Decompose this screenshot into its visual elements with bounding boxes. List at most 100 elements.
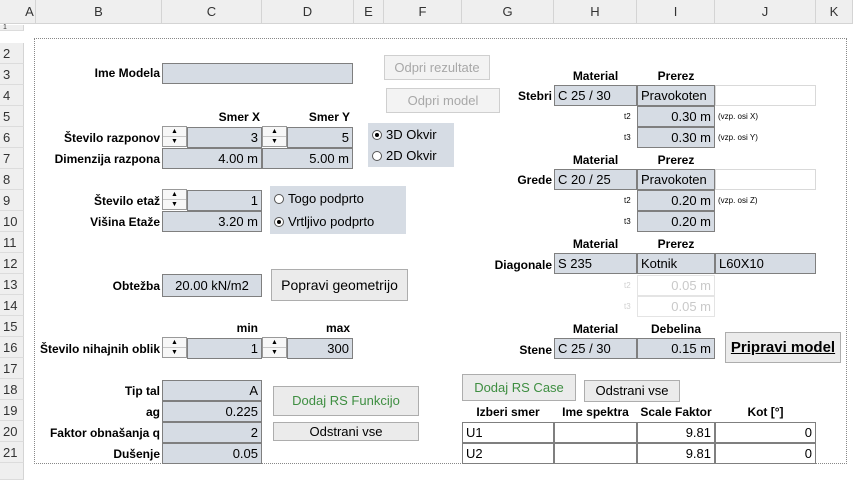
- row-header-11[interactable]: 11: [0, 232, 24, 253]
- span-y-input[interactable]: 5.00 m: [262, 148, 353, 169]
- chevron-down-icon[interactable]: ▼: [171, 349, 178, 356]
- row-header-20[interactable]: 20: [0, 421, 24, 442]
- column-header-h[interactable]: H: [554, 0, 637, 24]
- modes-max-stepper[interactable]: ▲▼: [262, 337, 287, 358]
- diagonals-material-input[interactable]: S 235: [554, 253, 637, 274]
- fix-geometry-button[interactable]: Popravi geometrijo: [271, 269, 408, 301]
- rs-cell-angle[interactable]: 0: [715, 443, 816, 464]
- column-header-f[interactable]: F: [384, 0, 462, 24]
- chevron-down-icon[interactable]: ▼: [171, 201, 178, 208]
- column-header-d[interactable]: D: [262, 0, 354, 24]
- row-header-16[interactable]: 16: [0, 337, 24, 358]
- add-rs-function-button[interactable]: Dodaj RS Funkcijo: [273, 386, 419, 416]
- row-header-18[interactable]: 18: [0, 379, 24, 400]
- remove-all-cases-button[interactable]: Odstrani vse: [584, 380, 680, 402]
- columns-t3-input[interactable]: 0.30 m: [637, 127, 715, 148]
- row-header-3[interactable]: 3: [0, 64, 24, 85]
- column-header-j[interactable]: J: [715, 0, 816, 24]
- spans-y-input[interactable]: 5: [287, 127, 353, 148]
- beams-section-input[interactable]: Pravokoten: [637, 169, 715, 190]
- open-model-button[interactable]: Odpri model: [386, 88, 500, 113]
- diagonals-section-input[interactable]: Kotnik: [637, 253, 715, 274]
- row-header-4[interactable]: 4: [0, 85, 24, 106]
- floors-input[interactable]: 1: [187, 190, 262, 211]
- row-header-8[interactable]: 8: [0, 169, 24, 190]
- remove-all-functions-button[interactable]: Odstrani vse: [273, 422, 419, 441]
- rs-cell-direction[interactable]: U2: [462, 443, 554, 464]
- walls-thickness-input[interactable]: 0.15 m: [637, 338, 715, 359]
- chevron-down-icon[interactable]: ▼: [271, 138, 278, 145]
- diagonals-profile-input[interactable]: L60X10: [715, 253, 816, 274]
- diagonals-t2-input[interactable]: 0.05 m: [637, 275, 715, 296]
- radio-hinged-support[interactable]: Vrtljivo podprto: [274, 214, 374, 229]
- column-header-a[interactable]: A: [24, 0, 36, 24]
- model-name-label: Ime Modela: [94, 66, 160, 80]
- row-header-6[interactable]: 6: [0, 127, 24, 148]
- rs-cell-angle[interactable]: 0: [715, 422, 816, 443]
- prepare-model-button[interactable]: Pripravi model: [725, 332, 841, 363]
- column-header-g[interactable]: G: [462, 0, 554, 24]
- modes-max-input[interactable]: 300: [287, 338, 353, 359]
- row-header-1[interactable]: 1: [0, 24, 24, 31]
- row-header-21[interactable]: 21: [0, 442, 24, 463]
- rs-cell-direction[interactable]: U1: [462, 422, 554, 443]
- spans-x-input[interactable]: 3: [187, 127, 262, 148]
- rs-cell-spectrum[interactable]: [554, 443, 637, 464]
- walls-material-input[interactable]: C 25 / 30: [554, 338, 637, 359]
- column-header-b[interactable]: B: [36, 0, 162, 24]
- chevron-up-icon[interactable]: ▲: [163, 190, 186, 200]
- columns-section-input[interactable]: Pravokoten: [637, 85, 715, 106]
- row-header-9[interactable]: 9: [0, 190, 24, 211]
- model-name-input[interactable]: [162, 63, 353, 84]
- modes-min-stepper[interactable]: ▲▼: [162, 337, 187, 358]
- chevron-down-icon[interactable]: ▼: [271, 349, 278, 356]
- radio-3d-frame[interactable]: 3D Okvir: [372, 127, 437, 142]
- chevron-up-icon[interactable]: ▲: [163, 338, 186, 348]
- floors-stepper[interactable]: ▲▼: [162, 189, 187, 210]
- damping-input[interactable]: 0.05: [162, 443, 262, 464]
- row-header-12[interactable]: 12: [0, 253, 24, 274]
- row-header-17[interactable]: 17: [0, 358, 24, 379]
- radio-rigid-support[interactable]: Togo podprto: [274, 191, 364, 206]
- row-header-7[interactable]: 7: [0, 148, 24, 169]
- row-header-14[interactable]: 14: [0, 295, 24, 316]
- spans-x-stepper[interactable]: ▲▼: [162, 126, 187, 147]
- span-x-input[interactable]: 4.00 m: [162, 148, 262, 169]
- beams-t2-input[interactable]: 0.20 m: [637, 190, 715, 211]
- beams-material-input[interactable]: C 20 / 25: [554, 169, 637, 190]
- columns-t2-input[interactable]: 0.30 m: [637, 106, 715, 127]
- row-header-13[interactable]: 13: [0, 274, 24, 295]
- beams-profile-input[interactable]: [715, 169, 816, 190]
- floor-height-input[interactable]: 3.20 m: [162, 211, 262, 232]
- rs-cell-spectrum[interactable]: [554, 422, 637, 443]
- column-header-c[interactable]: C: [162, 0, 262, 24]
- row-header-19[interactable]: 19: [0, 400, 24, 421]
- soil-type-input[interactable]: A: [162, 380, 262, 401]
- diagonals-t3-input[interactable]: 0.05 m: [637, 296, 715, 317]
- behavior-factor-input[interactable]: 2: [162, 422, 262, 443]
- load-input[interactable]: 20.00 kN/m2: [162, 274, 262, 297]
- row-header-10[interactable]: 10: [0, 211, 24, 232]
- chevron-down-icon[interactable]: ▼: [171, 138, 178, 145]
- ag-input[interactable]: 0.225: [162, 401, 262, 422]
- column-header-e[interactable]: E: [354, 0, 384, 24]
- row-header-5[interactable]: 5: [0, 106, 24, 127]
- columns-profile-input[interactable]: [715, 85, 816, 106]
- rs-cell-scale[interactable]: 9.81: [637, 422, 715, 443]
- add-rs-case-button[interactable]: Dodaj RS Case: [462, 374, 576, 401]
- beams-t3-input[interactable]: 0.20 m: [637, 211, 715, 232]
- open-results-button[interactable]: Odpri rezultate: [384, 55, 490, 80]
- rs-cell-scale[interactable]: 9.81: [637, 443, 715, 464]
- column-header-k[interactable]: K: [816, 0, 853, 24]
- spans-y-stepper[interactable]: ▲▼: [262, 126, 287, 147]
- row-header-2[interactable]: 2: [0, 43, 24, 64]
- row-header-15[interactable]: 15: [0, 316, 24, 337]
- columns-material-input[interactable]: C 25 / 30: [554, 85, 637, 106]
- modes-min-input[interactable]: 1: [187, 338, 262, 359]
- behavior-factor-label: Faktor obnašanja q: [49, 426, 160, 440]
- radio-2d-frame[interactable]: 2D Okvir: [372, 148, 437, 163]
- chevron-up-icon[interactable]: ▲: [163, 127, 186, 137]
- chevron-up-icon[interactable]: ▲: [263, 127, 286, 137]
- column-header-i[interactable]: I: [637, 0, 715, 24]
- chevron-up-icon[interactable]: ▲: [263, 338, 286, 348]
